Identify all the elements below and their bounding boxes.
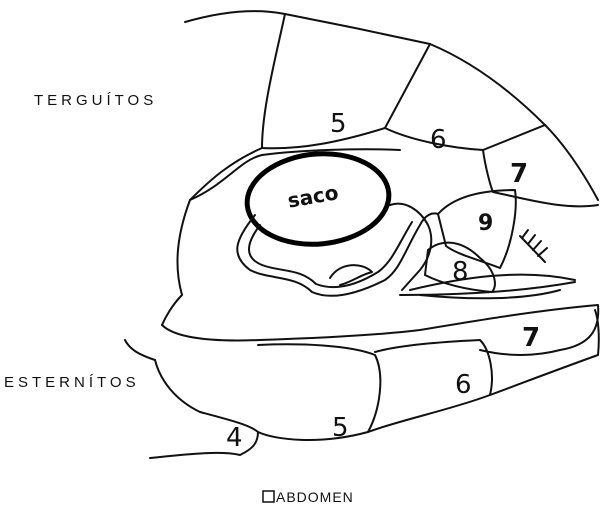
ovipositor-upper <box>410 275 575 290</box>
sternite-6-number: 6 <box>455 370 472 400</box>
tergite-5-number: 5 <box>330 109 347 139</box>
tergite-6-boundary <box>385 125 545 150</box>
tergite-7-number: 7 <box>510 159 528 189</box>
segment-8-number: 8 <box>452 257 469 287</box>
segment-9-number: 9 <box>478 211 493 236</box>
sac-label: saco <box>286 180 340 212</box>
sternite-7-number: 7 <box>522 323 540 353</box>
sternite-edge <box>125 340 155 360</box>
tergite-outline <box>185 11 598 200</box>
sternite-5 <box>258 344 380 440</box>
figure-caption: ABDOMEN <box>276 489 354 505</box>
coiled-duct <box>330 265 372 285</box>
caption-box-icon <box>263 491 274 502</box>
tergite-6-number: 6 <box>430 125 447 155</box>
tergite-7-boundary <box>483 150 598 206</box>
setae-bristles <box>520 230 547 262</box>
sternite-4-number: 4 <box>226 423 243 453</box>
lateral-body-outline <box>162 148 262 325</box>
sternite-6 <box>368 340 492 432</box>
sternite-5-number: 5 <box>332 413 349 443</box>
